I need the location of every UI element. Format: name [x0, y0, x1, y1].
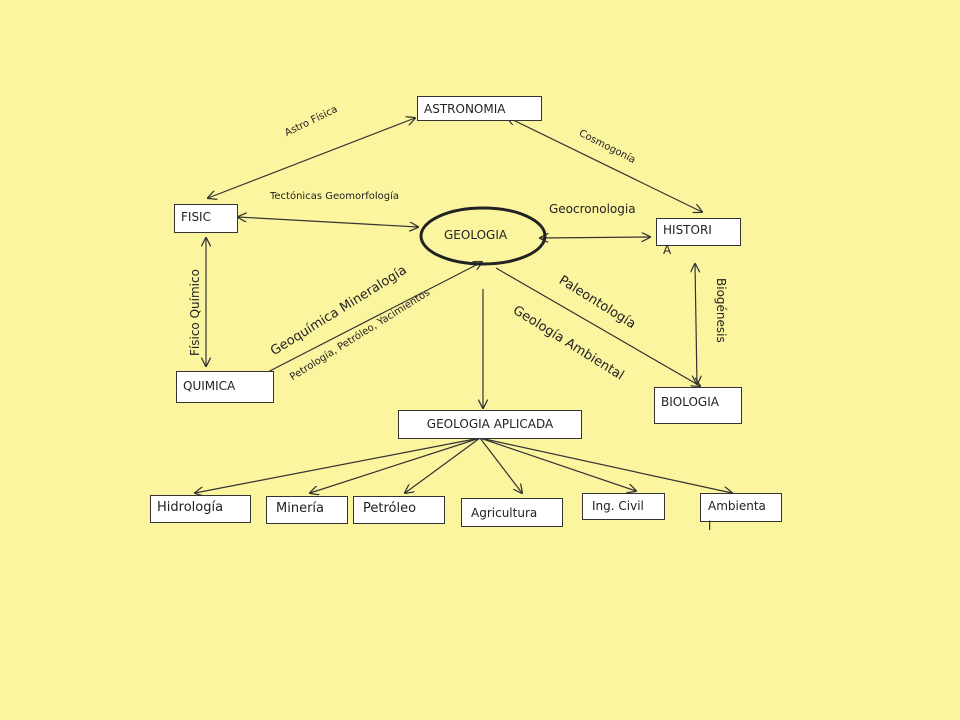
- node-biologia: BIOLOGIA: [654, 387, 742, 424]
- arrow-geologia-biologia: [495, 267, 700, 386]
- node-mineria-label: Minería: [276, 501, 324, 516]
- node-petroleo-label: Petróleo: [363, 501, 417, 516]
- node-petroleo: Petróleo: [353, 496, 445, 524]
- node-ambiental-label-2: l: [708, 519, 712, 533]
- node-geologia-aplicada: GEOLOGIA APLICADA: [398, 410, 582, 439]
- arrow-aplicada-ingcivil: [479, 437, 636, 491]
- arrow-aplicada-petroleo: [405, 437, 481, 493]
- node-fisica-label: FISIC: [181, 210, 211, 224]
- node-hidrologia-label: Hidrología: [157, 500, 224, 515]
- node-agricultura: Agricultura: [461, 498, 563, 527]
- node-ing-civil: Ing. Civil: [582, 493, 665, 520]
- arrow-astronomia-historia: [507, 117, 702, 212]
- geologia-ellipse: [419, 206, 547, 266]
- node-agricultura-label: Agricultura: [471, 506, 538, 520]
- arrow-aplicada-mineria: [310, 437, 481, 493]
- node-biologia-label: BIOLOGIA: [661, 395, 719, 409]
- arrow-geologia-historia: [540, 237, 650, 238]
- node-ing-civil-label: Ing. Civil: [592, 499, 644, 513]
- node-fisica: FISIC: [174, 204, 238, 233]
- node-ambiental: Ambienta l: [700, 493, 782, 533]
- node-quimica-label: QUIMICA: [183, 379, 236, 393]
- node-geologia-aplicada-label: GEOLOGIA APLICADA: [426, 417, 554, 431]
- arrow-quimica-geologia: [259, 262, 482, 377]
- node-astronomia-label: ASTRONOMIA: [424, 102, 506, 116]
- arrow-aplicada-ambiental: [479, 437, 732, 493]
- arrow-fisica-geologia: [238, 217, 418, 227]
- node-astronomia: ASTRONOMIA: [417, 96, 542, 121]
- arrow-aplicada-hidrologia: [195, 437, 481, 493]
- node-mineria: Minería: [266, 496, 348, 524]
- node-geologia-label: GEOLOGIA: [444, 228, 508, 242]
- node-hidrologia: Hidrología: [150, 495, 251, 523]
- node-historia-label-1: HISTORI: [663, 223, 712, 237]
- node-quimica: QUIMICA: [176, 371, 274, 403]
- arrow-fisica-astronomia: [208, 118, 415, 198]
- arrow-historia-biologia: [695, 264, 697, 384]
- label-geocronologia: Geocronologia: [549, 202, 636, 216]
- label-tectonicas: Tectónicas Geomorfología: [270, 191, 400, 202]
- node-historia: HISTORI A: [656, 218, 741, 257]
- arrow-aplicada-agricultura: [479, 437, 522, 493]
- node-historia-label-2: A: [663, 243, 672, 257]
- label-fisico-quimico: Físico Químico: [188, 269, 202, 356]
- label-biogenesis: Biogénesis: [714, 278, 728, 343]
- node-ambiental-label-1: Ambienta: [708, 499, 766, 513]
